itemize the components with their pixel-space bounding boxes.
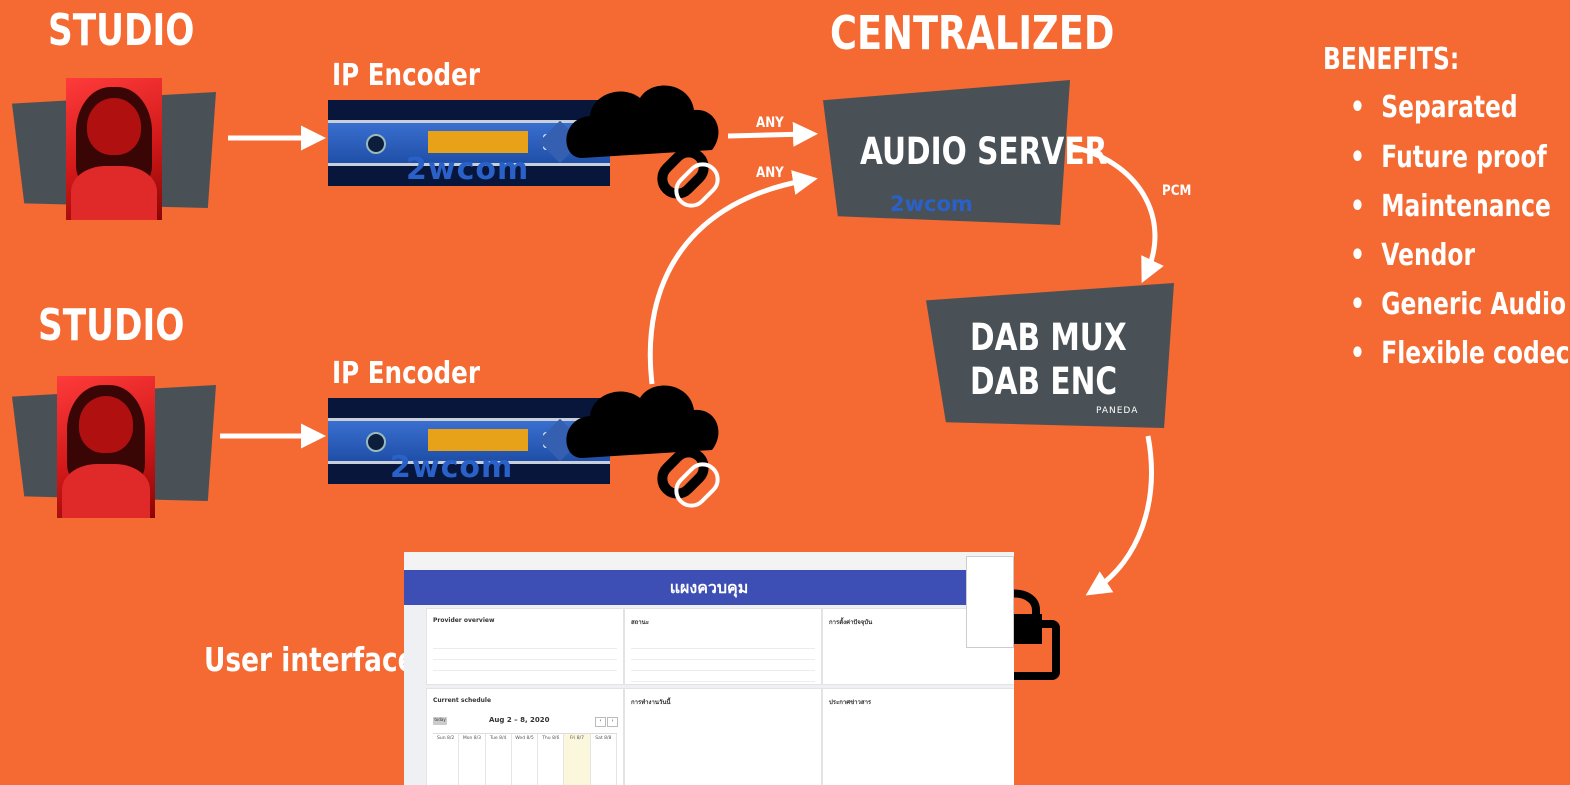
user-interface-label: User interface bbox=[204, 640, 416, 679]
dab-box bbox=[926, 283, 1174, 428]
news-card: ประกาศข่าวสาร bbox=[822, 688, 1014, 785]
benefit-item: • Future proof bbox=[1350, 140, 1547, 175]
language-dropdown[interactable] bbox=[966, 556, 1014, 648]
studio-2-photo bbox=[57, 376, 155, 518]
audio-server-box bbox=[823, 80, 1070, 225]
provider-card: Provider overview bbox=[426, 608, 624, 685]
ui-banner-title: แผงควบคุม bbox=[669, 578, 749, 597]
schedule-today-button[interactable]: today bbox=[433, 717, 447, 725]
schedule-calendar: Sun 8/2 Mon 8/3 Tue 8/4 Wed 8/5 Thu 8/6 … bbox=[433, 733, 617, 785]
ui-screenshot: แผงควบคุม Provider overview สถานะ การตั้… bbox=[404, 552, 1014, 785]
schedule-prev-button[interactable]: ‹ bbox=[595, 717, 606, 727]
dab-enc-label: DAB ENC bbox=[970, 360, 1118, 403]
calendar-day[interactable]: Thu 8/6 bbox=[538, 734, 565, 785]
schedule-card: Current schedule today Aug 2 – 8, 2020 ‹… bbox=[426, 688, 624, 785]
benefits-title: BENEFITS: bbox=[1323, 42, 1460, 77]
schedule-card-title: Current schedule bbox=[433, 697, 492, 704]
encoder-2-brand: 2wcom bbox=[390, 450, 514, 484]
arrow-any-bottom bbox=[647, 170, 818, 385]
work-card-title: การทำงานวันนี้ bbox=[631, 699, 671, 706]
benefit-item: • Vendor bbox=[1350, 238, 1475, 273]
audio-server-brand: 2wcom bbox=[890, 192, 973, 216]
calendar-day[interactable]: Tue 8/4 bbox=[486, 734, 512, 785]
status-card: สถานะ bbox=[624, 608, 822, 685]
calendar-day[interactable]: Sat 8/8 bbox=[591, 734, 617, 785]
encoder-2-label: IP Encoder bbox=[332, 356, 480, 391]
any-bottom-label: ANY bbox=[756, 165, 784, 181]
schedule-week-label: Aug 2 – 8, 2020 bbox=[489, 716, 550, 724]
studio-1-photo bbox=[66, 78, 162, 220]
provider-card-title: Provider overview bbox=[433, 617, 495, 624]
calendar-day[interactable]: Wed 8/5 bbox=[512, 734, 539, 785]
any-top-label: ANY bbox=[756, 115, 784, 131]
chain-link-icon bbox=[657, 447, 720, 508]
studio-2-label: STUDIO bbox=[38, 300, 185, 351]
dab-brand: PANEDA bbox=[1096, 406, 1139, 416]
cloud-icon bbox=[566, 385, 719, 458]
schedule-next-button[interactable]: › bbox=[607, 717, 618, 727]
encoder-1-device: 2wcom bbox=[328, 100, 610, 186]
benefit-item: • Maintenance bbox=[1350, 189, 1551, 224]
work-card: การทำงานวันนี้ bbox=[624, 688, 822, 785]
encoder-2-device: 2wcom bbox=[328, 398, 610, 484]
dab-mux-label: DAB MUX bbox=[970, 316, 1127, 359]
calendar-day[interactable]: Mon 8/3 bbox=[459, 734, 486, 785]
studio-1-label: STUDIO bbox=[48, 5, 195, 56]
settings-card-title: การตั้งค่าปัจจุบัน bbox=[829, 619, 873, 626]
arrow-pcm bbox=[1067, 143, 1164, 284]
ui-banner: แผงควบคุม bbox=[404, 570, 1014, 605]
benefit-item: • Flexible codec bbox=[1350, 336, 1570, 371]
pcm-label: PCM bbox=[1162, 183, 1192, 199]
encoder-1-label: IP Encoder bbox=[332, 58, 480, 93]
news-card-title: ประกาศข่าวสาร bbox=[829, 699, 872, 706]
ui-nav-bar bbox=[404, 552, 1014, 571]
arrow-any-top bbox=[727, 121, 818, 147]
arrow-dab-to-ui bbox=[1085, 435, 1154, 596]
benefit-item: • Generic Audio bbox=[1350, 287, 1567, 322]
centralized-label: CENTRALIZED bbox=[830, 6, 1115, 60]
audio-server-label: AUDIO SERVER bbox=[860, 130, 1108, 173]
calendar-day[interactable]: Fri 8/7 bbox=[564, 734, 591, 785]
status-card-title: สถานะ bbox=[631, 619, 649, 626]
encoder-1-brand: 2wcom bbox=[406, 152, 530, 186]
cloud-icon bbox=[566, 85, 719, 158]
calendar-day[interactable]: Sun 8/2 bbox=[433, 734, 460, 785]
chain-link-icon bbox=[657, 147, 720, 208]
benefit-item: • Separated bbox=[1350, 90, 1518, 125]
